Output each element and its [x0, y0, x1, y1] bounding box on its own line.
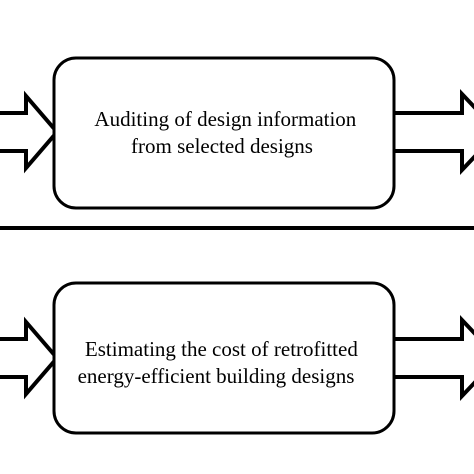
top-box-label-line-1: Auditing of design information — [94, 107, 356, 131]
top-box-label-line-2: from selected designs — [131, 134, 313, 158]
top-output-arrow — [395, 88, 474, 176]
bottom-box-label: Estimating the cost of retrofitted energ… — [78, 337, 364, 388]
bottom-box-label-line-1: Estimating the cost of retrofitted — [85, 337, 358, 361]
top-process-box — [52, 56, 396, 210]
top-input-arrow — [0, 90, 60, 174]
bottom-output-arrow — [395, 314, 474, 402]
bottom-input-arrow — [0, 316, 60, 400]
top-box-label: Auditing of design information from sele… — [94, 107, 361, 158]
bottom-process-box — [52, 281, 396, 435]
top-panel: Auditing of design information from sele… — [0, 56, 474, 210]
bottom-panel: Estimating the cost of retrofitted energ… — [0, 281, 474, 435]
bottom-box-label-line-2: energy-efficient building designs — [78, 364, 355, 388]
